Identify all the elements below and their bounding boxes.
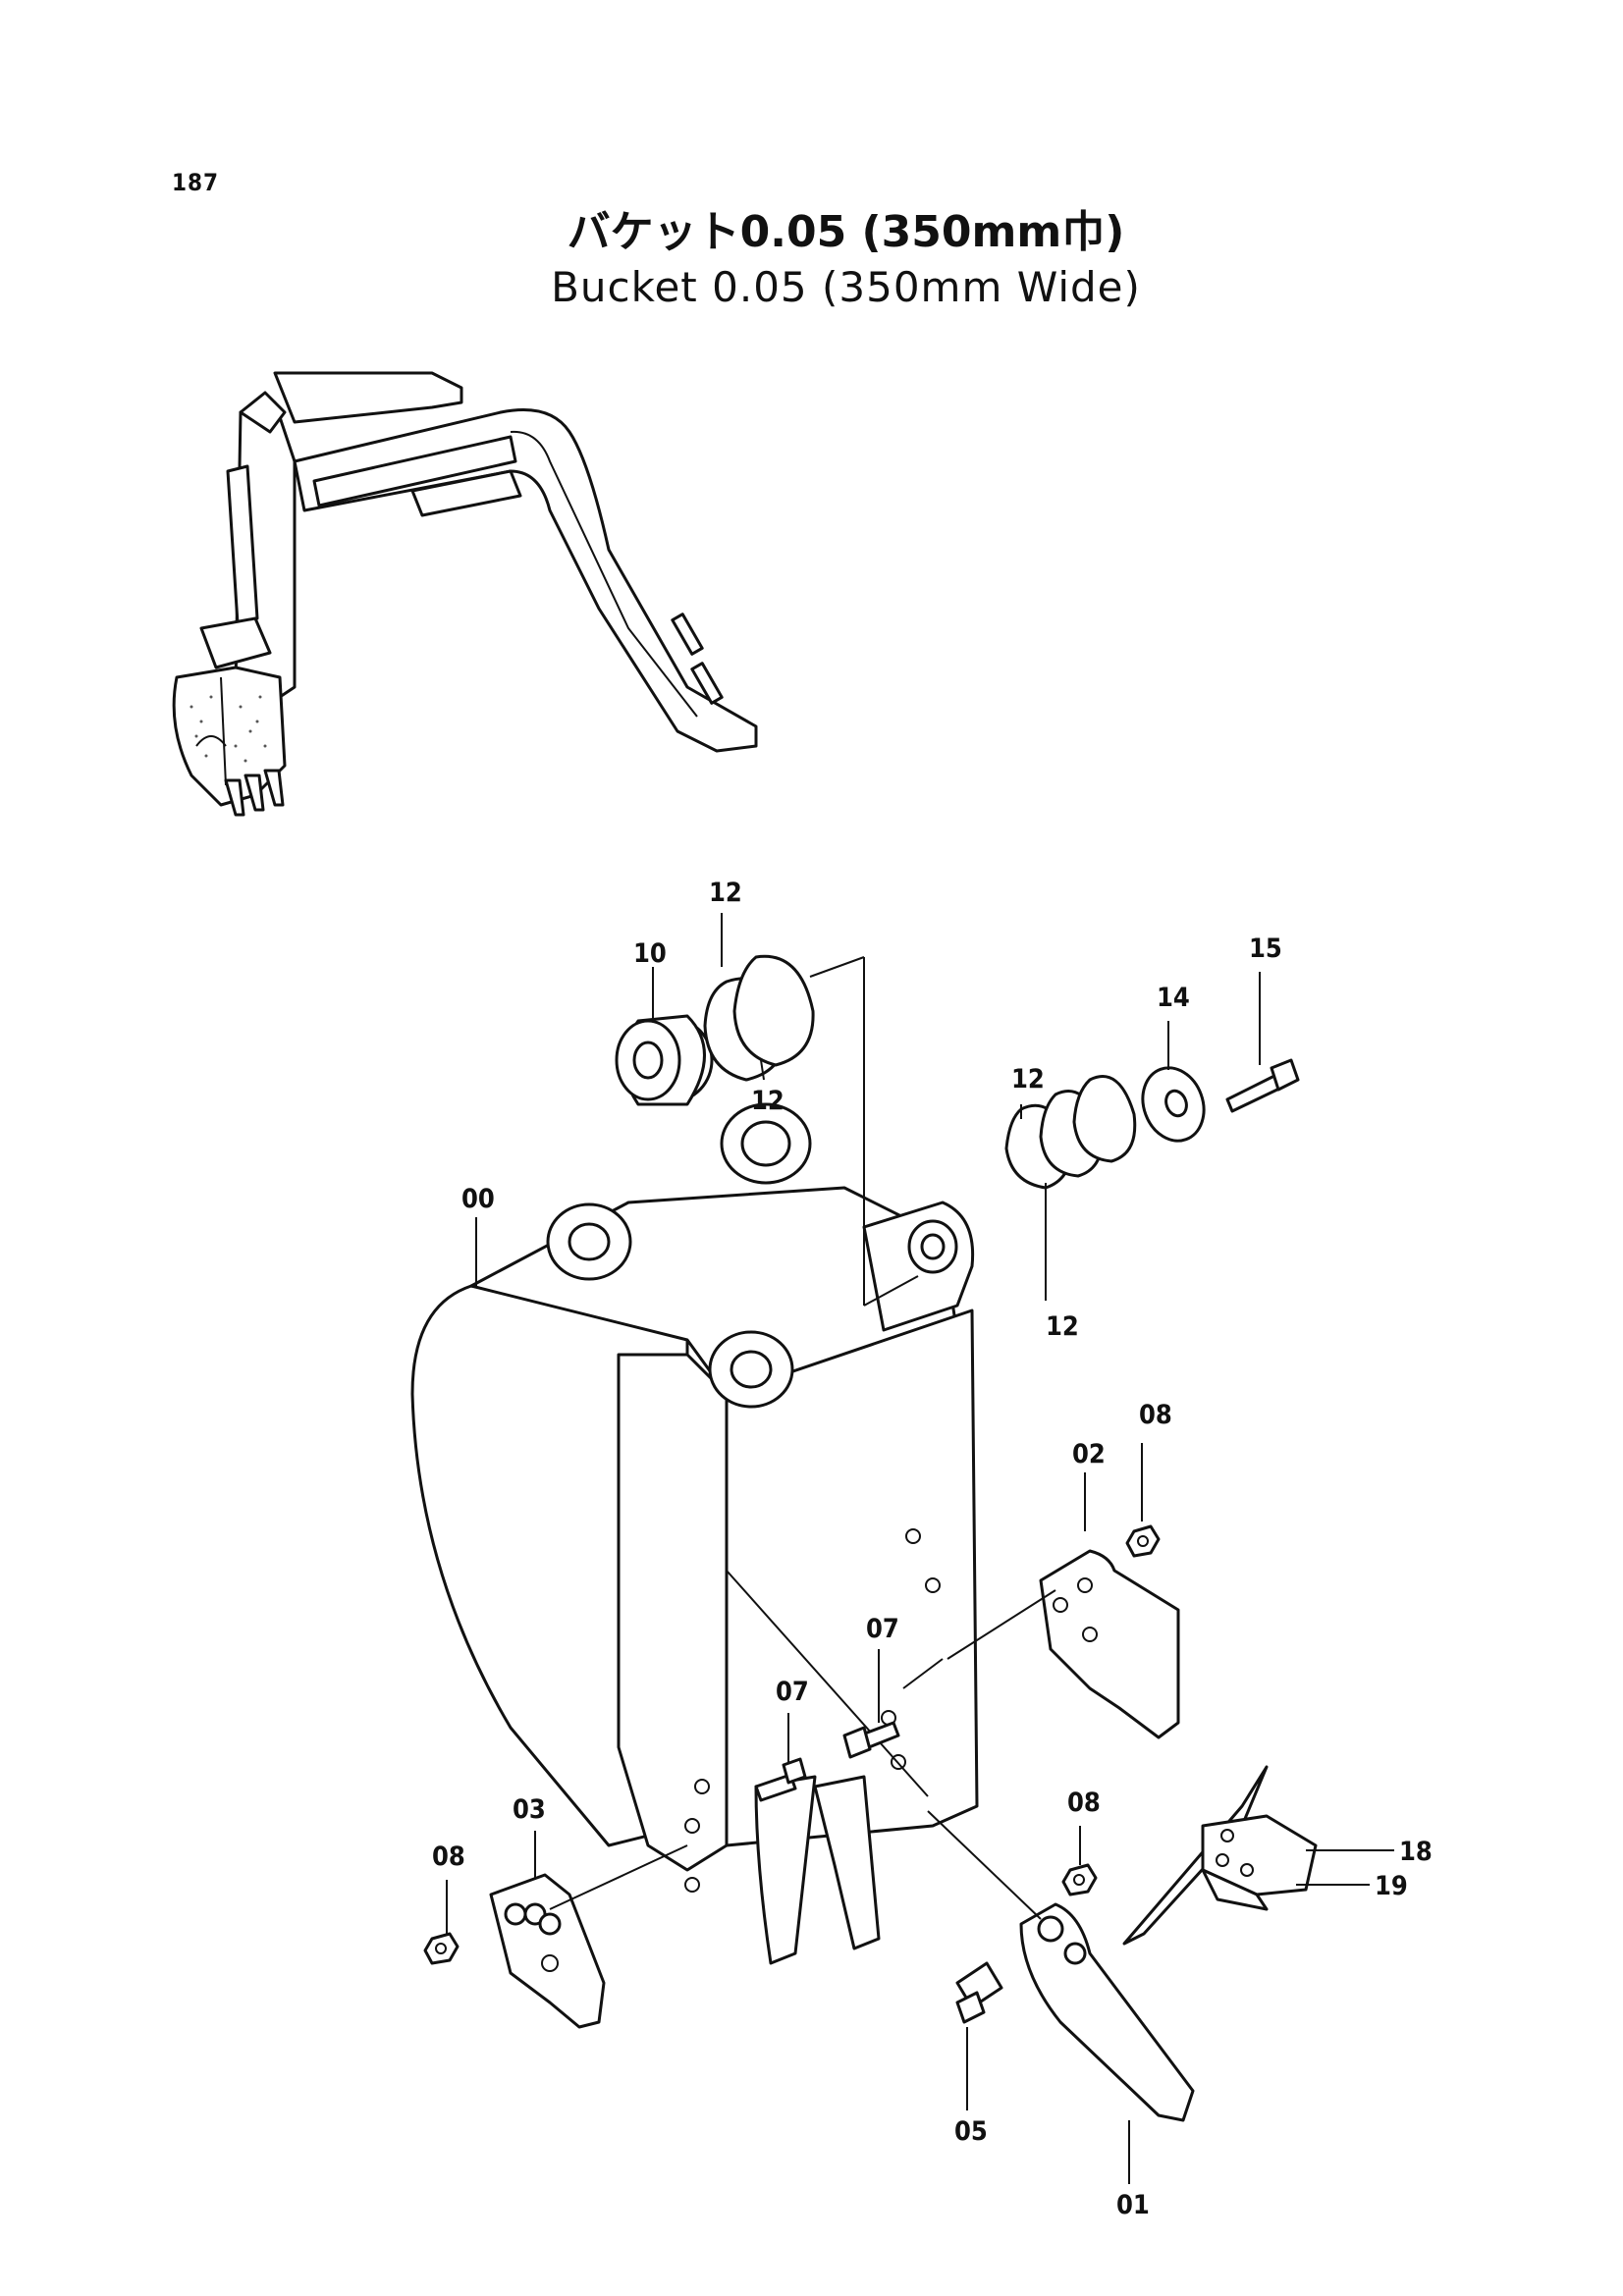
callout-14: 14: [1157, 983, 1190, 1013]
callout-08-left: 08: [432, 1842, 465, 1872]
callout-12-right-bottom: 12: [1046, 1311, 1079, 1342]
callout-labels: 12 10 12 12 12 14 15 00 02 08 07 07 03 0…: [432, 878, 1433, 2220]
callout-03: 03: [513, 1794, 546, 1825]
callout-08-right: 08: [1139, 1400, 1172, 1430]
callout-02: 02: [1072, 1439, 1106, 1469]
shim-set-12-upper: [703, 954, 919, 1307]
callout-12-lower: 12: [751, 1086, 784, 1116]
page-title-japanese: バケット0.05 (350mm巾): [567, 207, 1125, 257]
callout-18: 18: [1399, 1837, 1433, 1867]
page-number: 187: [172, 169, 220, 196]
callout-19: 19: [1375, 1871, 1408, 1901]
shim-set-12-right: [1004, 1075, 1137, 1190]
bucket-body-00: [410, 1102, 979, 1965]
side-cutter-03: [423, 1844, 688, 2029]
callout-01: 01: [1116, 2190, 1150, 2220]
callout-00: 00: [461, 1184, 495, 1214]
page-title-english: Bucket 0.05 (350mm Wide): [551, 263, 1141, 311]
callout-12-top: 12: [709, 878, 742, 908]
callout-12-right-top: 12: [1011, 1064, 1045, 1095]
bolts-07: [754, 1721, 900, 1802]
leader-lines: [446, 913, 1261, 2184]
bushing-10: [615, 1014, 714, 1106]
callout-05: 05: [954, 2116, 988, 2147]
callout-07-upper: 07: [866, 1614, 899, 1644]
washer-14: [1141, 1066, 1206, 1143]
bolt-15: [1225, 1058, 1300, 1113]
callout-07-lower: 07: [776, 1677, 809, 1707]
side-cutter-02: [902, 1524, 1180, 1739]
tooth-01-assembly: [927, 1765, 1394, 2122]
callout-08-tooth: 08: [1067, 1788, 1101, 1818]
callout-15: 15: [1249, 934, 1282, 964]
callout-10: 10: [633, 938, 667, 969]
excavator-arm-overview: [172, 371, 758, 817]
